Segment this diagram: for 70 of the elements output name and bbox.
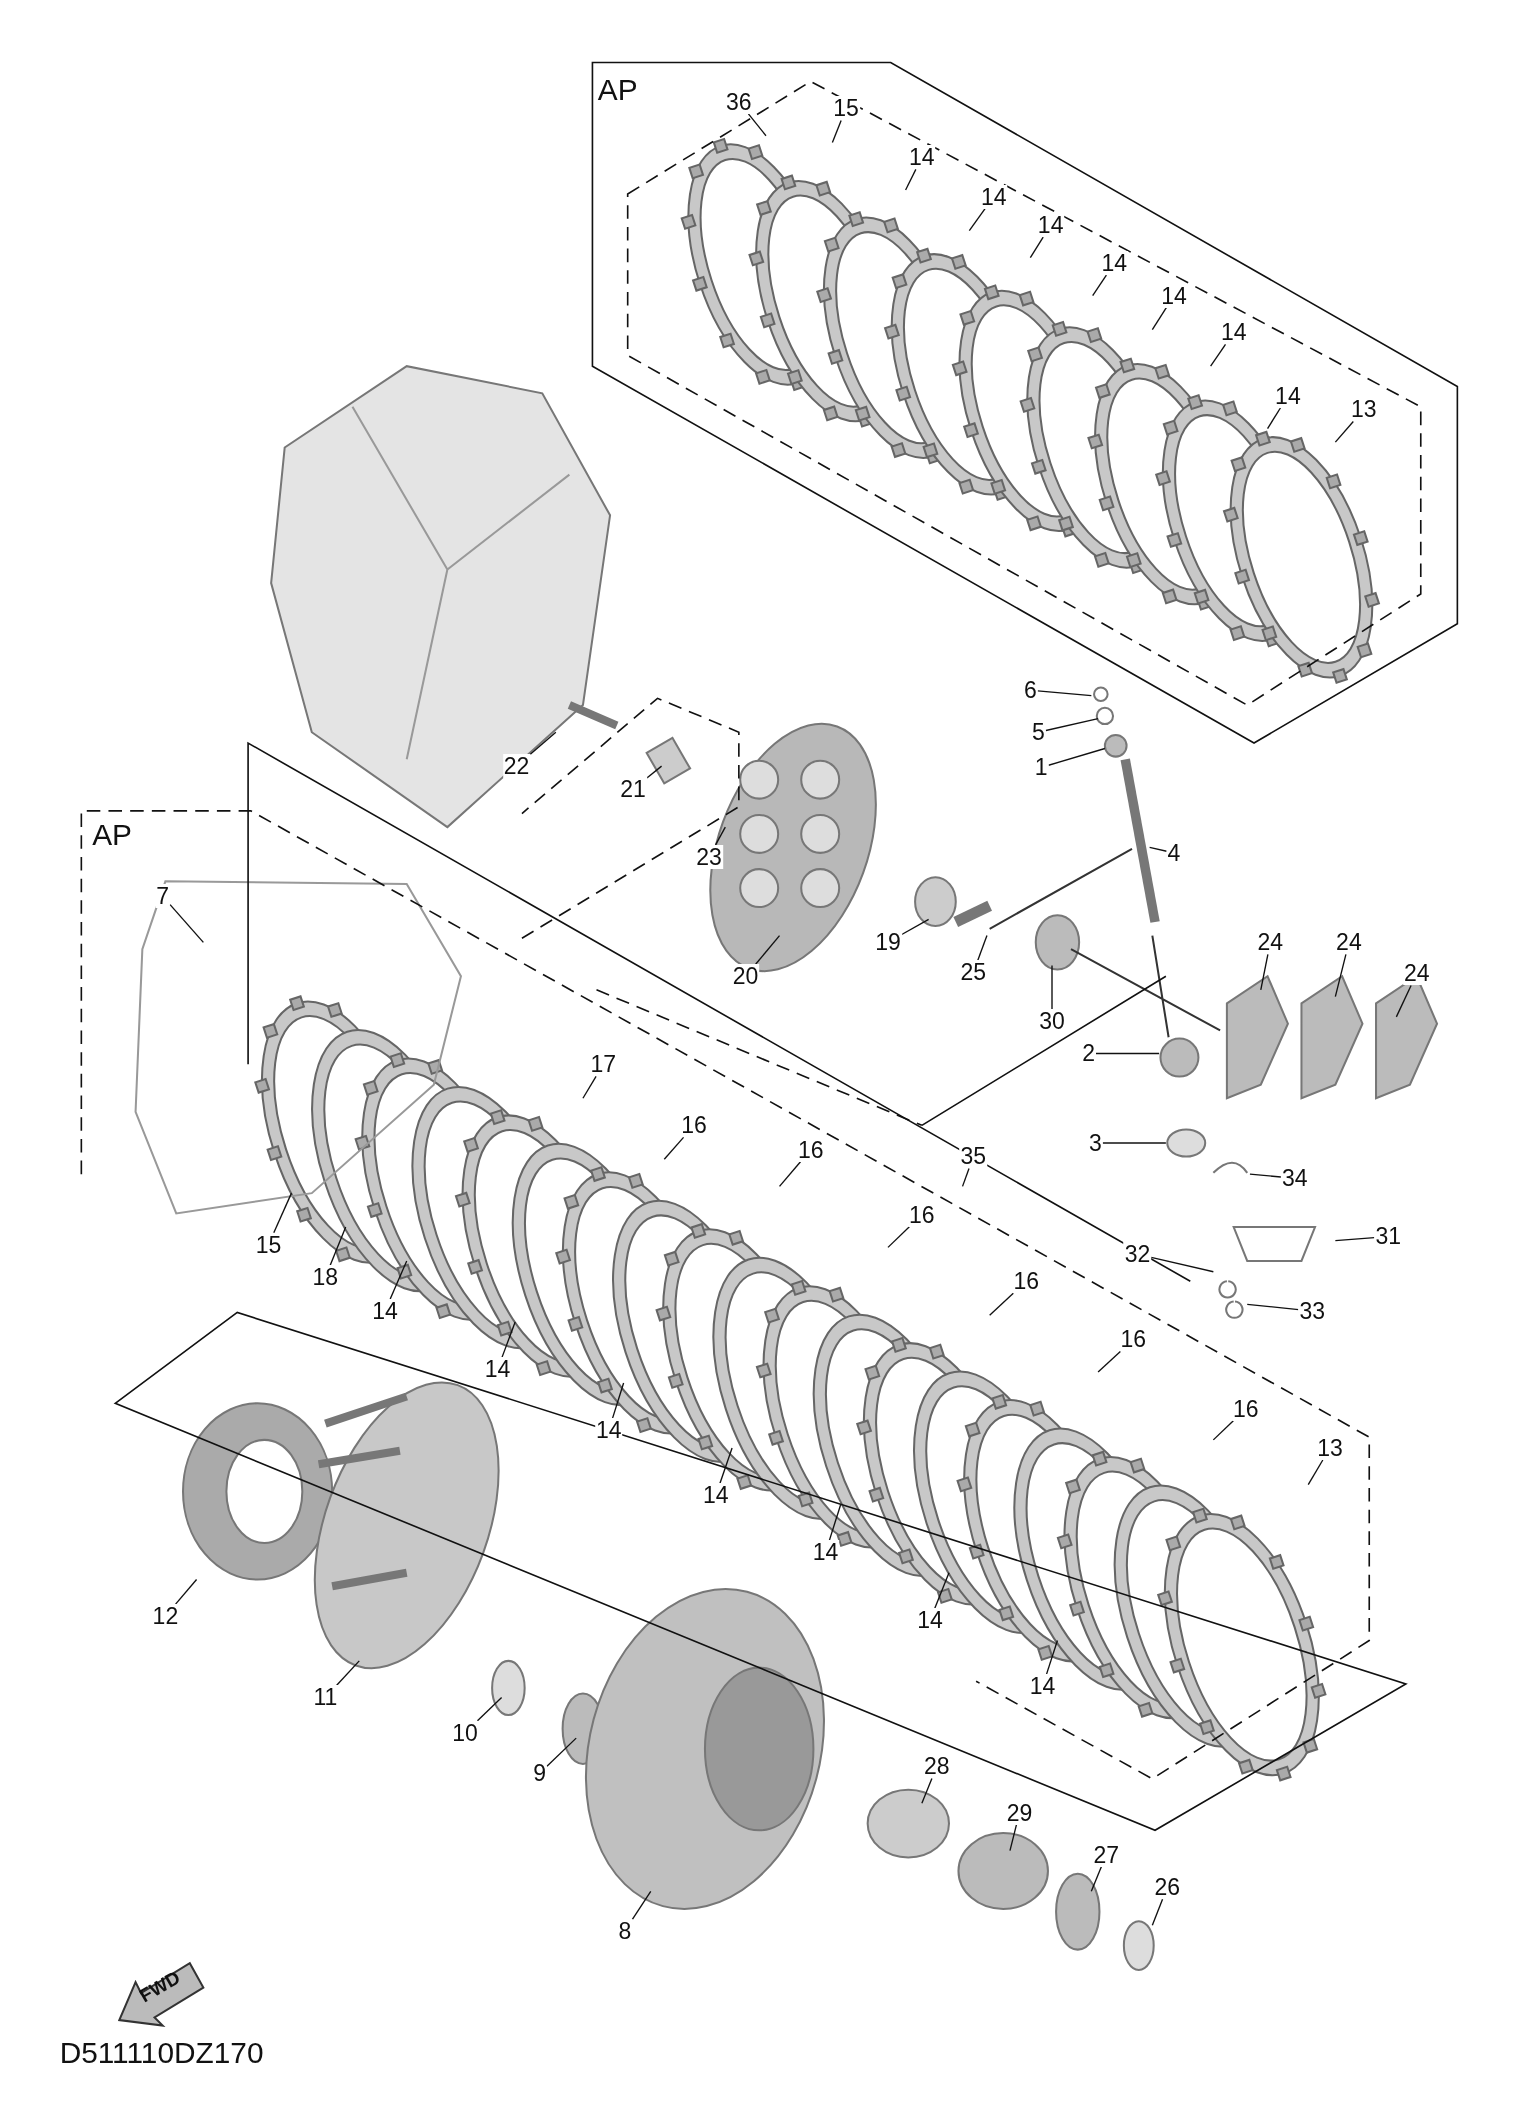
callout-number: 24 bbox=[1402, 961, 1431, 986]
leader-line bbox=[174, 1578, 198, 1605]
leader-line bbox=[754, 934, 781, 965]
leader-line bbox=[921, 1777, 933, 1804]
leader-line bbox=[1334, 420, 1354, 443]
leader-line bbox=[631, 1890, 652, 1921]
leader-line bbox=[1209, 343, 1227, 367]
callout-number: 14 bbox=[979, 184, 1008, 209]
leader-line bbox=[1246, 1303, 1300, 1311]
leader-line bbox=[582, 1075, 597, 1099]
leader-line bbox=[273, 1192, 293, 1234]
leader-line bbox=[663, 1136, 685, 1160]
leader-line bbox=[887, 1226, 911, 1249]
callout-number: 16 bbox=[1012, 1269, 1041, 1294]
leader-line bbox=[747, 113, 767, 137]
leader-line bbox=[1095, 1052, 1160, 1055]
leader-line bbox=[169, 903, 205, 943]
callout-number: 7 bbox=[155, 884, 171, 909]
callout-number: 14 bbox=[1036, 213, 1065, 238]
kit-label: AP bbox=[92, 820, 132, 850]
leader-line bbox=[1307, 1459, 1324, 1486]
callout-number: 14 bbox=[1100, 251, 1129, 275]
leader-line bbox=[1395, 984, 1412, 1018]
leader-line bbox=[1092, 274, 1108, 297]
leader-line bbox=[1045, 717, 1099, 732]
leader-line bbox=[501, 1321, 516, 1359]
leader-line bbox=[1249, 1173, 1282, 1178]
leader-line bbox=[828, 1504, 842, 1542]
leader-line bbox=[1045, 1639, 1059, 1676]
leader-line bbox=[1102, 1142, 1167, 1144]
leader-line bbox=[646, 765, 663, 779]
leader-line bbox=[1151, 307, 1167, 331]
leader-line bbox=[934, 1572, 950, 1609]
leader-line bbox=[968, 208, 986, 232]
leader-line bbox=[901, 918, 930, 936]
leader-line bbox=[1334, 953, 1347, 998]
leader-line bbox=[1051, 964, 1053, 1010]
leader-line bbox=[1151, 1898, 1164, 1926]
leader-line bbox=[1266, 407, 1282, 430]
leader-line bbox=[904, 168, 917, 191]
leader-line bbox=[611, 1382, 625, 1420]
leader-line bbox=[1090, 1866, 1103, 1892]
leader-line bbox=[1047, 747, 1106, 766]
leader-line bbox=[329, 1226, 347, 1266]
direction-label: FWD bbox=[136, 1967, 184, 2006]
callout-number: 35 bbox=[959, 1144, 988, 1169]
leader-line bbox=[389, 1260, 408, 1300]
diagram-code: D511110DZ170 bbox=[59, 2037, 264, 2068]
kit-label: AP bbox=[597, 74, 638, 105]
leader-line bbox=[1097, 1350, 1122, 1373]
leader-line bbox=[1212, 1420, 1235, 1441]
leader-line bbox=[1334, 1236, 1376, 1242]
leader-line bbox=[476, 1696, 503, 1722]
leader-line bbox=[977, 934, 988, 961]
leader-line bbox=[529, 731, 557, 755]
leader-line bbox=[989, 1292, 1014, 1316]
leader-line bbox=[1148, 846, 1168, 852]
leader-line bbox=[1037, 690, 1092, 697]
callout-number: 23 bbox=[695, 844, 723, 869]
leader-line bbox=[961, 1167, 970, 1188]
leader-line bbox=[778, 1161, 802, 1188]
leader-line bbox=[1029, 236, 1044, 259]
leader-line bbox=[1009, 1824, 1018, 1852]
leader-line bbox=[719, 1447, 733, 1485]
leader-line bbox=[1260, 953, 1269, 991]
leader-line bbox=[335, 1660, 360, 1687]
leader-line bbox=[714, 826, 726, 846]
leader-line bbox=[1150, 1256, 1215, 1273]
leader-line bbox=[831, 119, 842, 144]
leader-line bbox=[546, 1737, 577, 1767]
